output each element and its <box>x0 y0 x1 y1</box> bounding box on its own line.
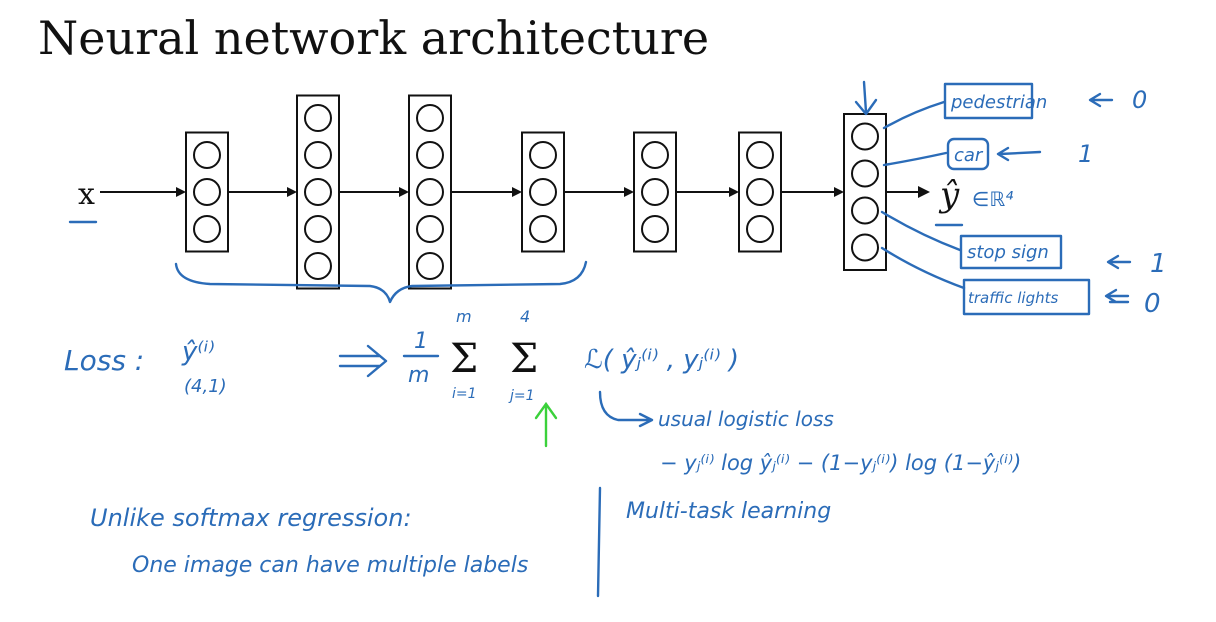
down-arrow-annotation <box>854 80 878 116</box>
value-pedestrian: 0 <box>1132 86 1147 114</box>
layer-1-neuron-3 <box>193 215 221 243</box>
layer-6-neuron-2 <box>746 178 774 206</box>
connection-3-arrowhead <box>512 187 522 197</box>
loss-label: Loss : <box>64 344 144 377</box>
usual-loss-note: usual logistic loss <box>658 407 834 431</box>
sum1-top: m <box>456 307 472 326</box>
bottom-notes: Unlike softmax regression: One image can… <box>90 486 831 598</box>
slide-title: Neural network architecture <box>38 11 709 65</box>
layer-6-neuron-3 <box>746 215 774 243</box>
layer-2-neuron-4 <box>304 215 332 243</box>
implies-arrow <box>338 344 388 378</box>
output-arrowhead <box>918 186 930 198</box>
usual-loss-arrow <box>598 390 654 428</box>
connection-1-arrowhead <box>287 187 297 197</box>
loss-term: ℒ( ŷⱼ⁽ⁱ⁾ , yⱼ⁽ⁱ⁾ ) <box>584 345 739 375</box>
layer-7-neuron-3 <box>851 196 879 225</box>
layer-2-neuron-5 <box>304 252 332 280</box>
layer-7-neuron-1 <box>851 122 879 151</box>
shared-layers-brace <box>174 260 588 304</box>
output-annotations: pedestrian 0 car 1 stop sign 1 traffic l… <box>174 80 1167 319</box>
green-up-arrow <box>534 401 558 448</box>
output-label-yhat: ŷ <box>938 175 960 215</box>
connection-5-arrowhead <box>729 187 739 197</box>
layer-1-neuron-1 <box>193 141 221 169</box>
value-stop-sign: 1 <box>1150 249 1167 279</box>
box-car <box>946 137 990 171</box>
layer-3-neuron-5 <box>416 252 444 280</box>
label-stop-sign: stop sign <box>967 242 1049 263</box>
layer-5-neuron-1 <box>641 141 669 169</box>
frac-numerator: 1 <box>414 329 428 354</box>
connector-pedestrian <box>882 100 946 130</box>
note-softmax-line2: One image can have multiple labels <box>132 553 528 578</box>
layer-4-neuron-2 <box>529 178 557 206</box>
note-multitask: Multi-task learning <box>626 499 831 524</box>
value-car: 1 <box>1078 140 1093 168</box>
loss-formula: Loss : ŷ⁽ⁱ⁾ (4,1) 1 m m Σ i=1 4 Σ j=1 ℒ(… <box>64 307 1021 475</box>
connector-traffic-lights <box>880 246 966 290</box>
output-space-label: ∈ℝ⁴ <box>972 187 1013 211</box>
connection-4-arrowhead <box>624 187 634 197</box>
layer-5-neuron-2 <box>641 178 669 206</box>
logistic-loss-formula: − yⱼ⁽ⁱ⁾ log ŷⱼ⁽ⁱ⁾ − (1−yⱼ⁽ⁱ⁾) log (1−ŷⱼ⁽… <box>660 451 1021 475</box>
loss-shape: (4,1) <box>184 376 227 397</box>
value-traffic-lights: 0 <box>1144 289 1161 319</box>
layer-4-neuron-3 <box>529 215 557 243</box>
layer-4-neuron-1 <box>529 141 557 169</box>
sum2-bottom: j=1 <box>508 388 535 404</box>
connection-2-arrowhead <box>399 187 409 197</box>
arrow-pedestrian <box>1088 92 1114 108</box>
layer-3-neuron-2 <box>416 141 444 169</box>
layer-7-neuron-4 <box>851 233 879 262</box>
layer-6-neuron-1 <box>746 141 774 169</box>
loss-yhat: ŷ⁽ⁱ⁾ <box>181 337 215 367</box>
layer-5-neuron-3 <box>641 215 669 243</box>
box-stop-sign <box>959 234 1063 270</box>
layer-2-neuron-2 <box>304 141 332 169</box>
layer-3-neuron-4 <box>416 215 444 243</box>
network-diagram: x ŷ ∈ℝ⁴ <box>68 94 1013 290</box>
frac-denominator: m <box>408 363 429 388</box>
layer-7-neuron-2 <box>851 159 879 188</box>
layer-3-neuron-3 <box>416 178 444 206</box>
input-arrow-head <box>176 187 186 197</box>
connection-6-arrowhead <box>834 187 844 197</box>
label-pedestrian: pedestrian <box>950 92 1047 113</box>
layer-2-neuron-1 <box>304 104 332 132</box>
arrow-car <box>996 146 1042 162</box>
box-traffic-lights <box>962 278 1091 316</box>
layer-3-neuron-1 <box>416 104 444 132</box>
note-softmax-line1: Unlike softmax regression: <box>90 504 412 532</box>
arrow-stop-sign <box>1106 254 1132 270</box>
sum1-bottom: i=1 <box>452 386 477 402</box>
connector-stop-sign <box>880 210 962 252</box>
arrow-traffic-lights <box>1104 288 1130 304</box>
layer-2-neuron-3 <box>304 178 332 206</box>
box-pedestrian <box>943 82 1034 120</box>
divider-line <box>596 486 602 598</box>
label-traffic-lights: traffic lights <box>968 289 1058 307</box>
input-label-x: x <box>78 177 95 212</box>
sum2-sigma: Σ <box>510 336 538 382</box>
sum1-sigma: Σ <box>450 336 478 382</box>
layer-1-neuron-2 <box>193 178 221 206</box>
label-car: car <box>954 145 984 166</box>
sum2-top: 4 <box>520 307 530 326</box>
connector-car <box>882 151 948 167</box>
